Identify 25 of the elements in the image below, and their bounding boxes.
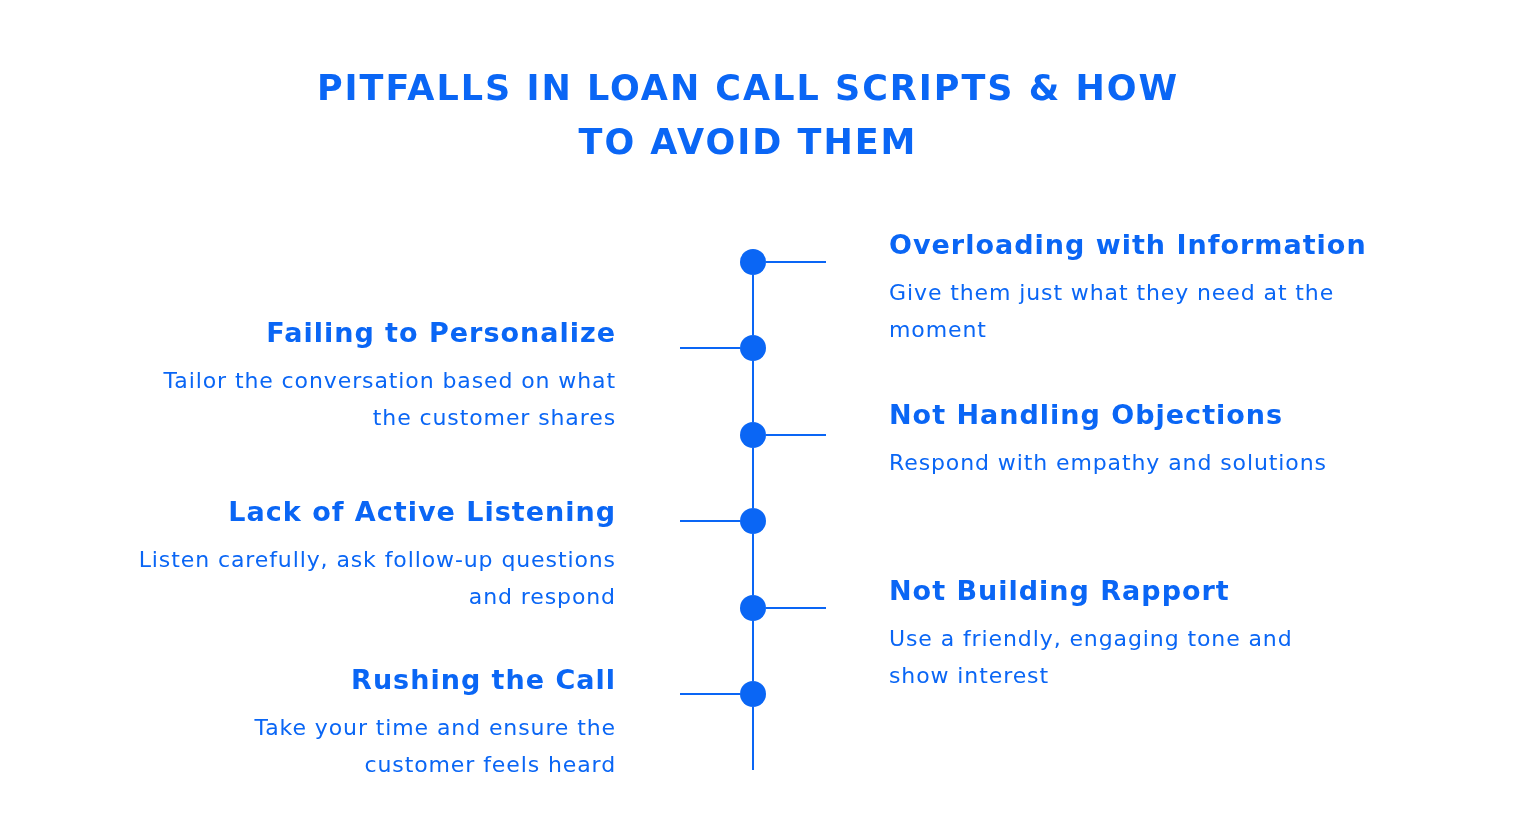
connector-line [765,261,827,263]
heading: Not Building Rapport [889,574,1231,608]
heading: Rushing the Call [350,663,616,697]
description: Respond with empathy and solutions [889,449,1328,477]
heading: Overloading with Information [889,228,1368,262]
heading: Not Handling Objections [889,398,1285,432]
timeline-line [752,533,754,596]
timeline-line [752,447,754,509]
connector-line [679,520,741,522]
timeline-line [752,360,754,423]
connector-line [679,347,741,349]
connector-line [765,434,827,436]
title: PITFALLS IN LOAN CALL SCRIPTS & HOW TO AVOID THEM [315,67,1181,164]
description: Take your time and ensure the customer feels heard [253,714,616,779]
heading: Failing to Personalize [265,316,616,350]
timeline-line [752,274,754,336]
description: Give them just what they need at the moment [889,279,1336,344]
description: Listen carefully, ask follow-up questions and respond [137,546,616,611]
description: Tailor the conversation based on what the customer shares [162,367,616,432]
heading: Lack of Active Listening [227,495,616,529]
description: Use a friendly, engaging tone and show interest [889,625,1294,690]
timeline-line [752,620,754,682]
connector-line [765,607,827,609]
timeline-line [752,706,754,771]
connector-line [679,693,741,695]
